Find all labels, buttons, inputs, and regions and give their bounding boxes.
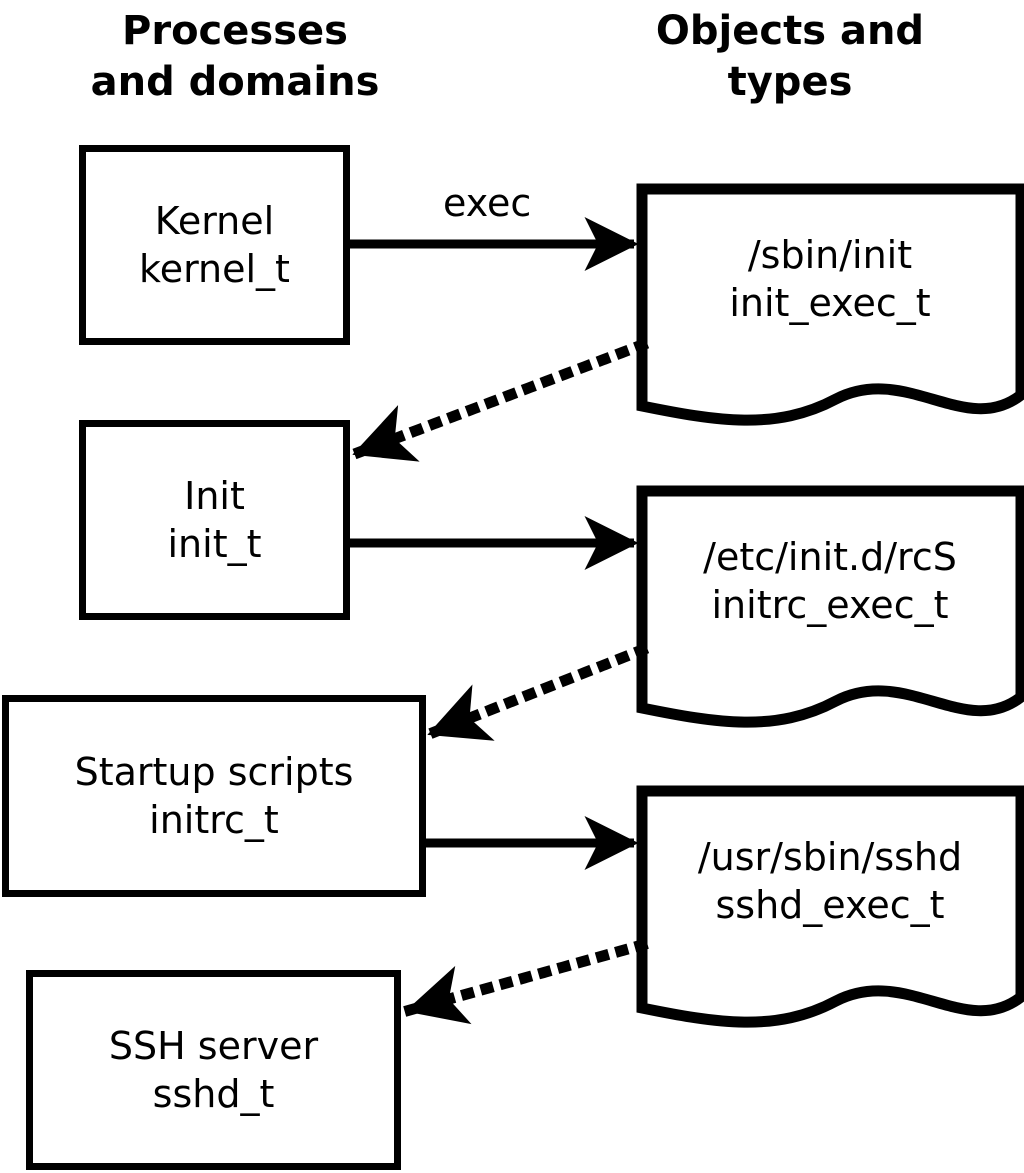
process-box-kernel[interactable]: Kernel kernel_t — [79, 145, 350, 345]
edge-sshd-exec-to-sshd — [403, 938, 649, 1025]
process-name-kernel: Kernel — [154, 198, 275, 243]
document-shape-icon — [636, 485, 1024, 728]
object-label-sshd-exec: /usr/sbin/sshd sshd_exec_t — [636, 833, 1024, 930]
edge-init-exec-to-init — [349, 337, 650, 462]
document-shape-icon — [636, 785, 1024, 1028]
object-type-sshd-exec: sshd_exec_t — [715, 883, 945, 928]
column-header-processes: Processes and domains — [90, 8, 380, 106]
object-doc-initrc-exec[interactable]: /etc/init.d/rcS initrc_exec_t — [636, 485, 1024, 730]
edge-label-exec: exec — [443, 181, 532, 225]
object-doc-sshd-exec[interactable]: /usr/sbin/sshd sshd_exec_t — [636, 785, 1024, 1030]
object-label-initrc-exec: /etc/init.d/rcS initrc_exec_t — [636, 533, 1024, 630]
object-path-initrc-exec: /etc/init.d/rcS — [703, 535, 957, 579]
process-box-init[interactable]: Init init_t — [79, 420, 350, 620]
object-type-initrc-exec: initrc_exec_t — [711, 583, 949, 628]
process-name-init: Init — [184, 473, 245, 518]
process-type-initrc: initrc_t — [149, 798, 279, 842]
process-type-kernel: kernel_t — [139, 247, 290, 291]
document-shape-icon — [636, 183, 1024, 426]
process-name-initrc: Startup scripts — [74, 749, 354, 794]
object-type-init-exec: init_exec_t — [729, 281, 931, 326]
process-box-initrc[interactable]: Startup scripts initrc_t — [2, 695, 426, 897]
process-name-sshd: SSH server — [108, 1023, 319, 1068]
column-header-objects: Objects and types — [655, 8, 925, 106]
object-path-init-exec: /sbin/init — [747, 233, 913, 277]
process-type-init: init_t — [167, 522, 262, 566]
object-doc-init-exec[interactable]: /sbin/init init_exec_t — [636, 183, 1024, 428]
object-label-init-exec: /sbin/init init_exec_t — [636, 231, 1024, 328]
process-box-sshd[interactable]: SSH server sshd_t — [26, 970, 401, 1170]
object-path-sshd-exec: /usr/sbin/sshd — [697, 835, 963, 879]
edge-initrc-exec-to-initrc — [424, 642, 650, 741]
process-type-sshd: sshd_t — [152, 1072, 275, 1116]
